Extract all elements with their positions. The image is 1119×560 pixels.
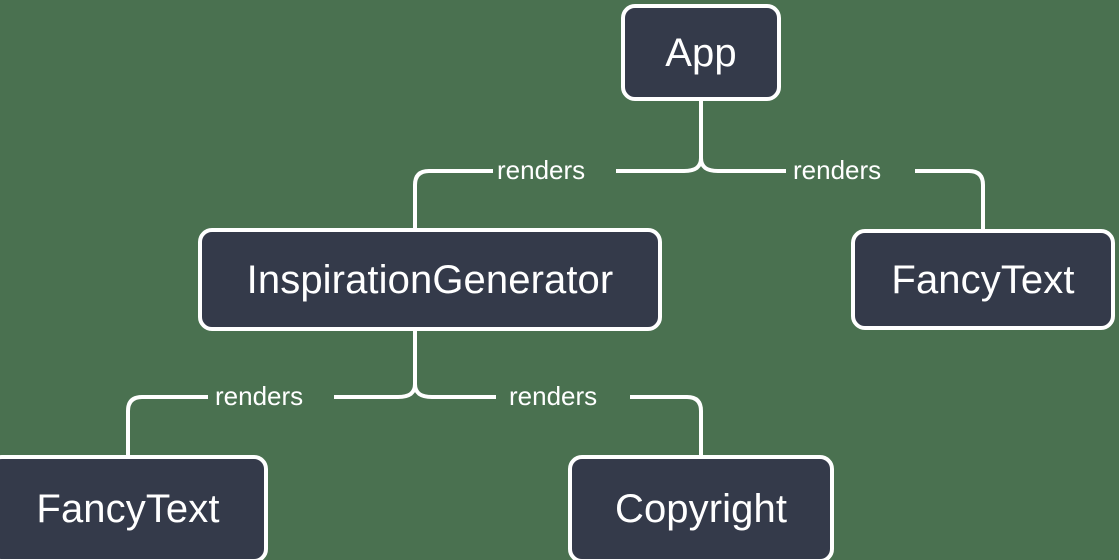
edge-label-app-to-fancytext-right: renders (793, 155, 882, 185)
node-fancytext-left[interactable]: FancyText (0, 455, 268, 560)
edge-label-app-to-inspiration-generator: renders (497, 155, 586, 185)
edge-inspiration-to-fancytext-left-run (126, 395, 208, 455)
node-fancytext-right-label: FancyText (891, 257, 1075, 302)
node-copyright-label: Copyright (614, 487, 788, 531)
node-app[interactable]: App (621, 4, 781, 101)
edge-app-to-inspiration (616, 157, 703, 173)
edge-inspiration-to-copyright (413, 383, 496, 399)
edge-app-to-inspiration-left-run (413, 169, 493, 228)
node-fancytext-left-label: FancyText (36, 487, 220, 531)
edge-inspiration-to-copyright-run (630, 395, 703, 455)
node-fancytext-right[interactable]: FancyText (851, 229, 1115, 330)
node-inspiration-generator[interactable]: InspirationGenerator (198, 228, 662, 331)
node-app-label: App (665, 30, 737, 75)
edge-inspiration-to-fancytext-left (334, 383, 417, 399)
edge-app-to-fancytext-right-run (915, 169, 985, 229)
node-inspiration-generator-label: InspirationGenerator (246, 257, 614, 302)
edge-app-to-fancytext-right (699, 157, 786, 173)
node-copyright[interactable]: Copyright (568, 455, 834, 560)
edge-label-inspiration-generator-to-fancytext-left: renders (215, 381, 304, 411)
edge-label-inspiration-generator-to-copyright: renders (509, 381, 598, 411)
